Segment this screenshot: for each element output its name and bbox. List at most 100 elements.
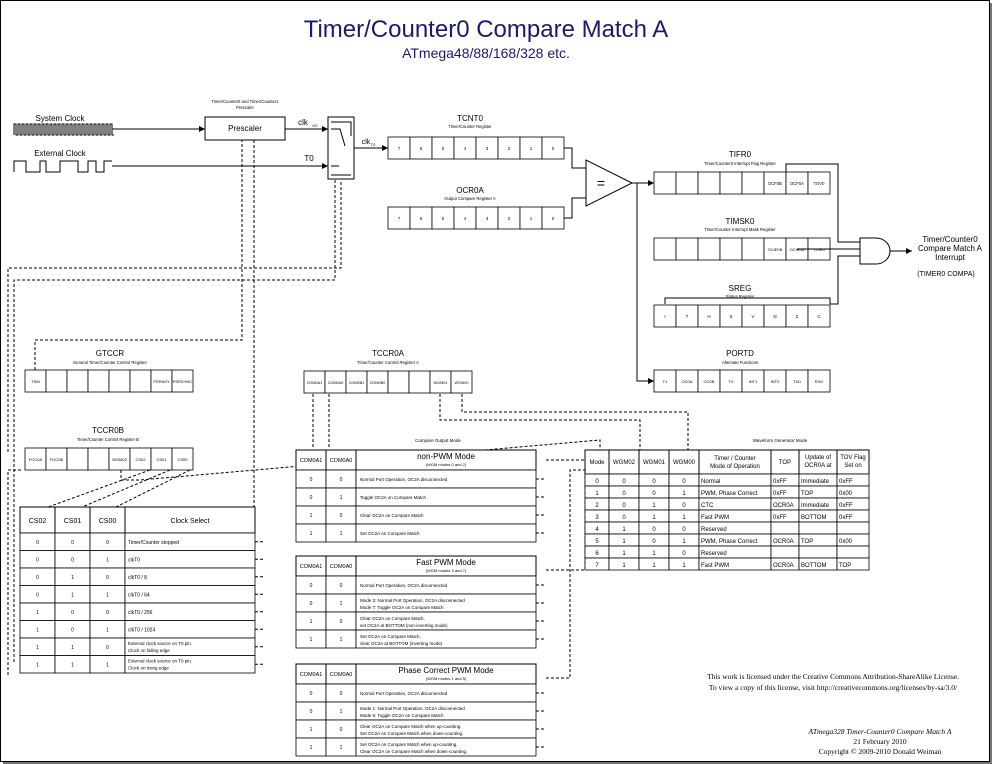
t0pin-wire [13,180,336,662]
pc-pwm-table-header: COM0A1 [300,672,323,678]
clock-select-header: CS01 [64,518,82,525]
arrow-head [322,126,328,132]
tcnt0-bit-label: 1 [530,146,533,151]
wgm-value: OCR0A [773,539,794,545]
wgm-value: 1 [652,503,656,509]
tifr0-caption: Timer/Counter0 Interrupt Flag Register [704,161,776,166]
gtccr-psrsync-wire [34,140,243,370]
t0-label: T0 [304,154,314,163]
tccr0a-bit-label: COM0A1 [307,381,323,385]
page-subtitle: ATmega48/88/168/328 etc. [402,45,570,61]
clock-select-bit: 1 [71,662,74,668]
tccr0a-name: TCCR0A [372,349,405,358]
wgm-value: 0x00 [839,491,853,497]
mux-line [331,121,352,136]
clock-select-bit: 1 [36,662,39,668]
tccr0b-bit-cell [66,447,89,471]
fast-pwm-table-desc: clear OC2A at BOTTOM (inverting mode) [360,641,443,646]
clock-select-bit: 0 [71,627,74,633]
system-clock-waveform [13,123,114,136]
pc-pwm-table-bit: 1 [340,709,343,715]
wgm-header: Mode of Operation [710,464,760,470]
gtccr-name: GTCCR [96,349,125,358]
wgm-value: 0 [652,479,656,485]
wgm-value: 5 [595,539,599,545]
ocr0a-bit-label: 4 [464,216,467,221]
gtccr-bit-cell [171,369,194,393]
wgm-value: 0 [622,479,626,485]
tccr0a-bit-cell [408,370,431,394]
tcnt0-caption: Timer/Counter Register [448,124,492,129]
wgm-value: 1 [682,491,686,497]
clock-select-bit: 1 [106,592,109,598]
wgm-value: 4 [595,527,599,533]
wgm-value: Normal [701,479,720,485]
clock-select-header-cell [124,506,256,534]
wgm-value: 1 [682,563,686,569]
ocr0a-bit-label: 0 [552,216,555,221]
i-flag-to-and [830,255,860,305]
wgm-value: 0 [682,503,686,509]
wgm-value: 0xFF [839,503,853,509]
sreg-i-wire [664,297,831,304]
pc-pwm-table-desc: Set OC2A on Compare Match when down-coun… [360,731,463,736]
portd-bit-label: TXD [793,379,801,384]
wgm-value: OCR0A [773,563,794,569]
tccr0a-bit-label: COM0A0 [328,381,344,385]
wgm-value: 0xFF [773,491,787,497]
tcnt0-to-comparator [564,147,586,169]
non-pwm-table-bit: 1 [310,531,313,537]
clock-select-bit: 1 [36,610,39,616]
clock-select-bit: 1 [71,592,74,598]
interrupt-line1: Timer/Counter0 [922,235,978,244]
clock-select-bit: 0 [36,540,39,546]
wgm-value: 0 [652,539,656,545]
fast-pwm-table-bit: 0 [340,619,343,625]
pc-pwm-table-bit: 1 [340,745,343,751]
clock-select-bit: 1 [71,575,74,581]
tccr0b-bit-cell [87,447,110,471]
tifr0-bit-cell [697,171,721,195]
clock-select-bit: 0 [71,557,74,563]
clock-select-bit: 1 [106,662,109,668]
wgm-cell [836,521,870,535]
non-pwm-table-bit: 0 [340,513,343,519]
clock-select-desc: Clock on rising edge [128,666,169,671]
fast-pwm-table-bit: 1 [310,637,313,643]
timsk0-bit-cell [697,237,721,261]
tifr0-bit-cell [741,171,765,195]
tifr0-name: TIFR0 [729,150,752,159]
gtccr-caption: General Timer/Counter Control Register [73,360,148,365]
clock-select-desc: clkT0 / 256 [128,610,153,616]
wgm-cell [798,545,838,559]
wgm-value: 1 [652,551,656,557]
wgm-value: 0 [622,503,626,509]
wgm-value: 0 [622,491,626,497]
wgm-header: Timer / Counter [714,456,755,462]
portd-bit-label: T1 [663,379,668,384]
fast-pwm-table-bit: 0 [310,583,313,589]
gtccr-bit-label: PSRASY [153,379,170,384]
external-clock-label: External Clock [34,149,87,158]
arrow-head [648,378,654,384]
prescaler-in-arrow [199,126,205,132]
wgm-header: WGM02 [613,460,636,466]
interrupt-line3: Interrupt [935,253,966,262]
ocr0a-to-comparator [564,197,586,219]
pc-pwm-table-bit: 0 [310,691,313,697]
wgm-header: WGM00 [673,460,696,466]
clk-t0-sub: T0 [371,142,376,147]
wgm-value: Reserved [701,527,727,533]
non-pwm-table-desc: Normal Port Operation, OC2A disconnected [360,477,448,482]
comparator-symbol [585,159,634,207]
and-gate [859,237,891,265]
com-caption: Compare Output Mode [415,438,461,443]
clock-select-bit: 1 [36,645,39,651]
pcpwm-to-wgm [546,469,585,679]
interrupt-vector: (TIMER0 COMPA) [917,271,974,278]
tcnt0-bit-label: 4 [464,146,467,151]
wgm-value: 0x00 [839,539,853,545]
prescaler-label: Prescaler [228,124,262,133]
clock-select-header-cell [19,506,56,534]
tifr0-bit-label: TOV0 [814,181,826,186]
